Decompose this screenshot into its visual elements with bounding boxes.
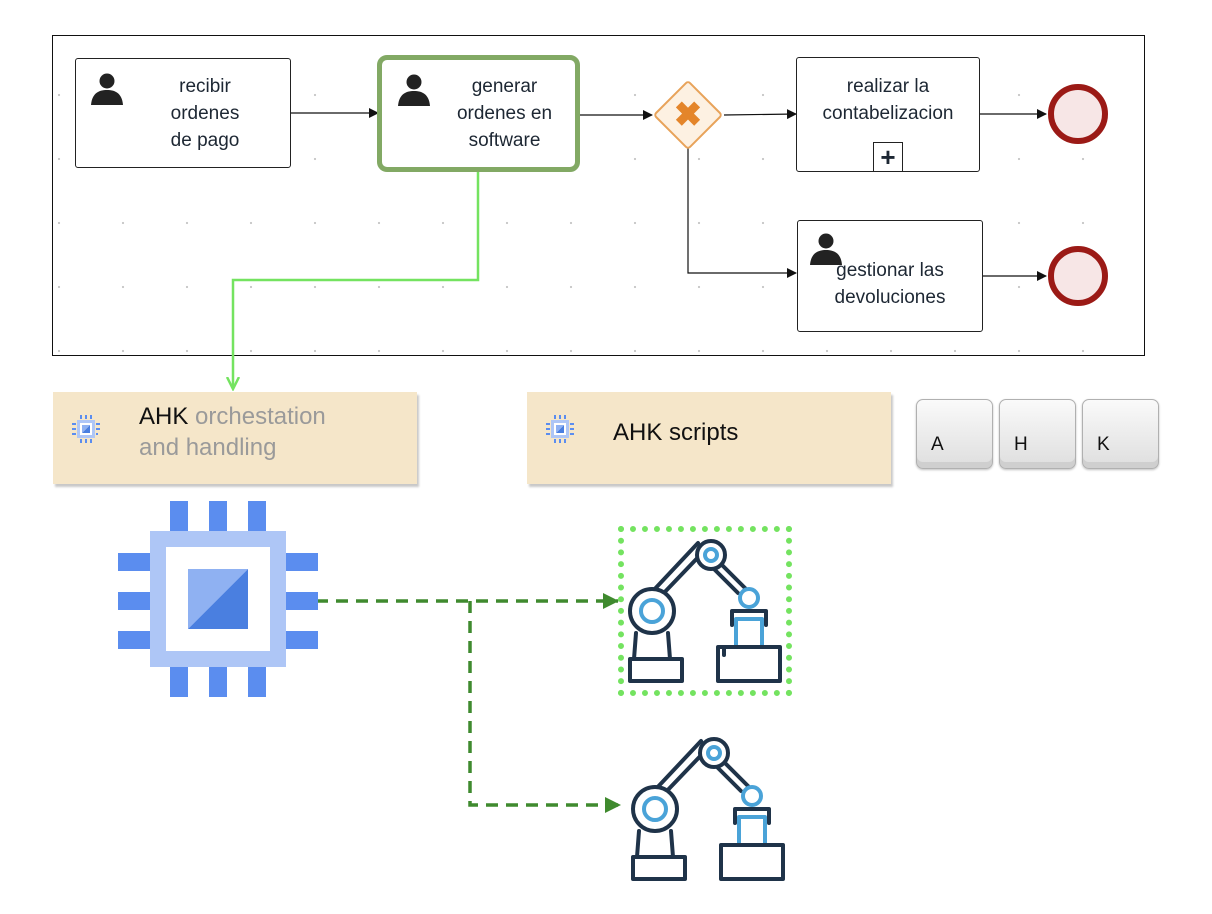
key-label: K	[1097, 434, 1110, 455]
ahk-orchestration-panel[interactable]: AHK orchestation and handling	[53, 392, 417, 484]
robot-arm-icon[interactable]	[622, 535, 792, 685]
task-gestionar-devoluciones[interactable]: gestionar las devoluciones	[797, 220, 983, 332]
robot-arm-icon-secondary[interactable]	[625, 733, 795, 883]
expand-subprocess-icon[interactable]: +	[873, 142, 903, 172]
task-generar-ordenes[interactable]: generar ordenes en software	[377, 55, 580, 172]
user-icon	[91, 73, 123, 105]
panel-title-rest: orchestation and handling	[139, 403, 326, 461]
end-event-top[interactable]	[1048, 84, 1108, 144]
key-label: A	[931, 434, 944, 455]
task-realizar-contabelizacion[interactable]: realizar la contabelizacion +	[796, 57, 980, 172]
gateway-x-icon: ✖	[673, 96, 703, 134]
processor-chip-icon	[546, 415, 574, 443]
panel-title-bold: AHK	[139, 403, 189, 430]
user-icon	[398, 74, 430, 106]
panel-title: AHK orchestation and handling	[139, 401, 326, 463]
user-icon	[810, 233, 842, 265]
robot-selection-highlight	[618, 526, 792, 696]
task-label: generar ordenes en software	[456, 76, 553, 151]
key-k[interactable]: K	[1082, 399, 1159, 469]
task-label: realizar la contabelizacion	[822, 76, 954, 124]
task-label: gestionar las devoluciones	[834, 260, 946, 308]
end-event-bottom[interactable]	[1048, 246, 1108, 306]
link-generar-orchestration	[233, 172, 480, 389]
task-label: recibir ordenes de pago	[170, 75, 240, 151]
panel-title: AHK scripts	[613, 417, 738, 448]
dashed-link-robot-bottom	[468, 601, 621, 813]
flow-gateway-gestionar	[687, 148, 797, 278]
panel-title-bold: AHK scripts	[613, 419, 739, 446]
key-h[interactable]: H	[999, 399, 1076, 469]
flow-gateway-realizar	[723, 109, 797, 120]
large-processor-chip-icon[interactable]	[118, 501, 318, 697]
exclusive-gateway[interactable]: ✖	[652, 79, 724, 151]
key-label: H	[1014, 434, 1028, 455]
ahk-scripts-panel[interactable]: AHK scripts	[527, 392, 891, 484]
processor-chip-icon	[72, 415, 100, 443]
key-a[interactable]: A	[916, 399, 993, 469]
task-recibir-ordenes[interactable]: recibir ordenes de pago	[75, 58, 291, 168]
